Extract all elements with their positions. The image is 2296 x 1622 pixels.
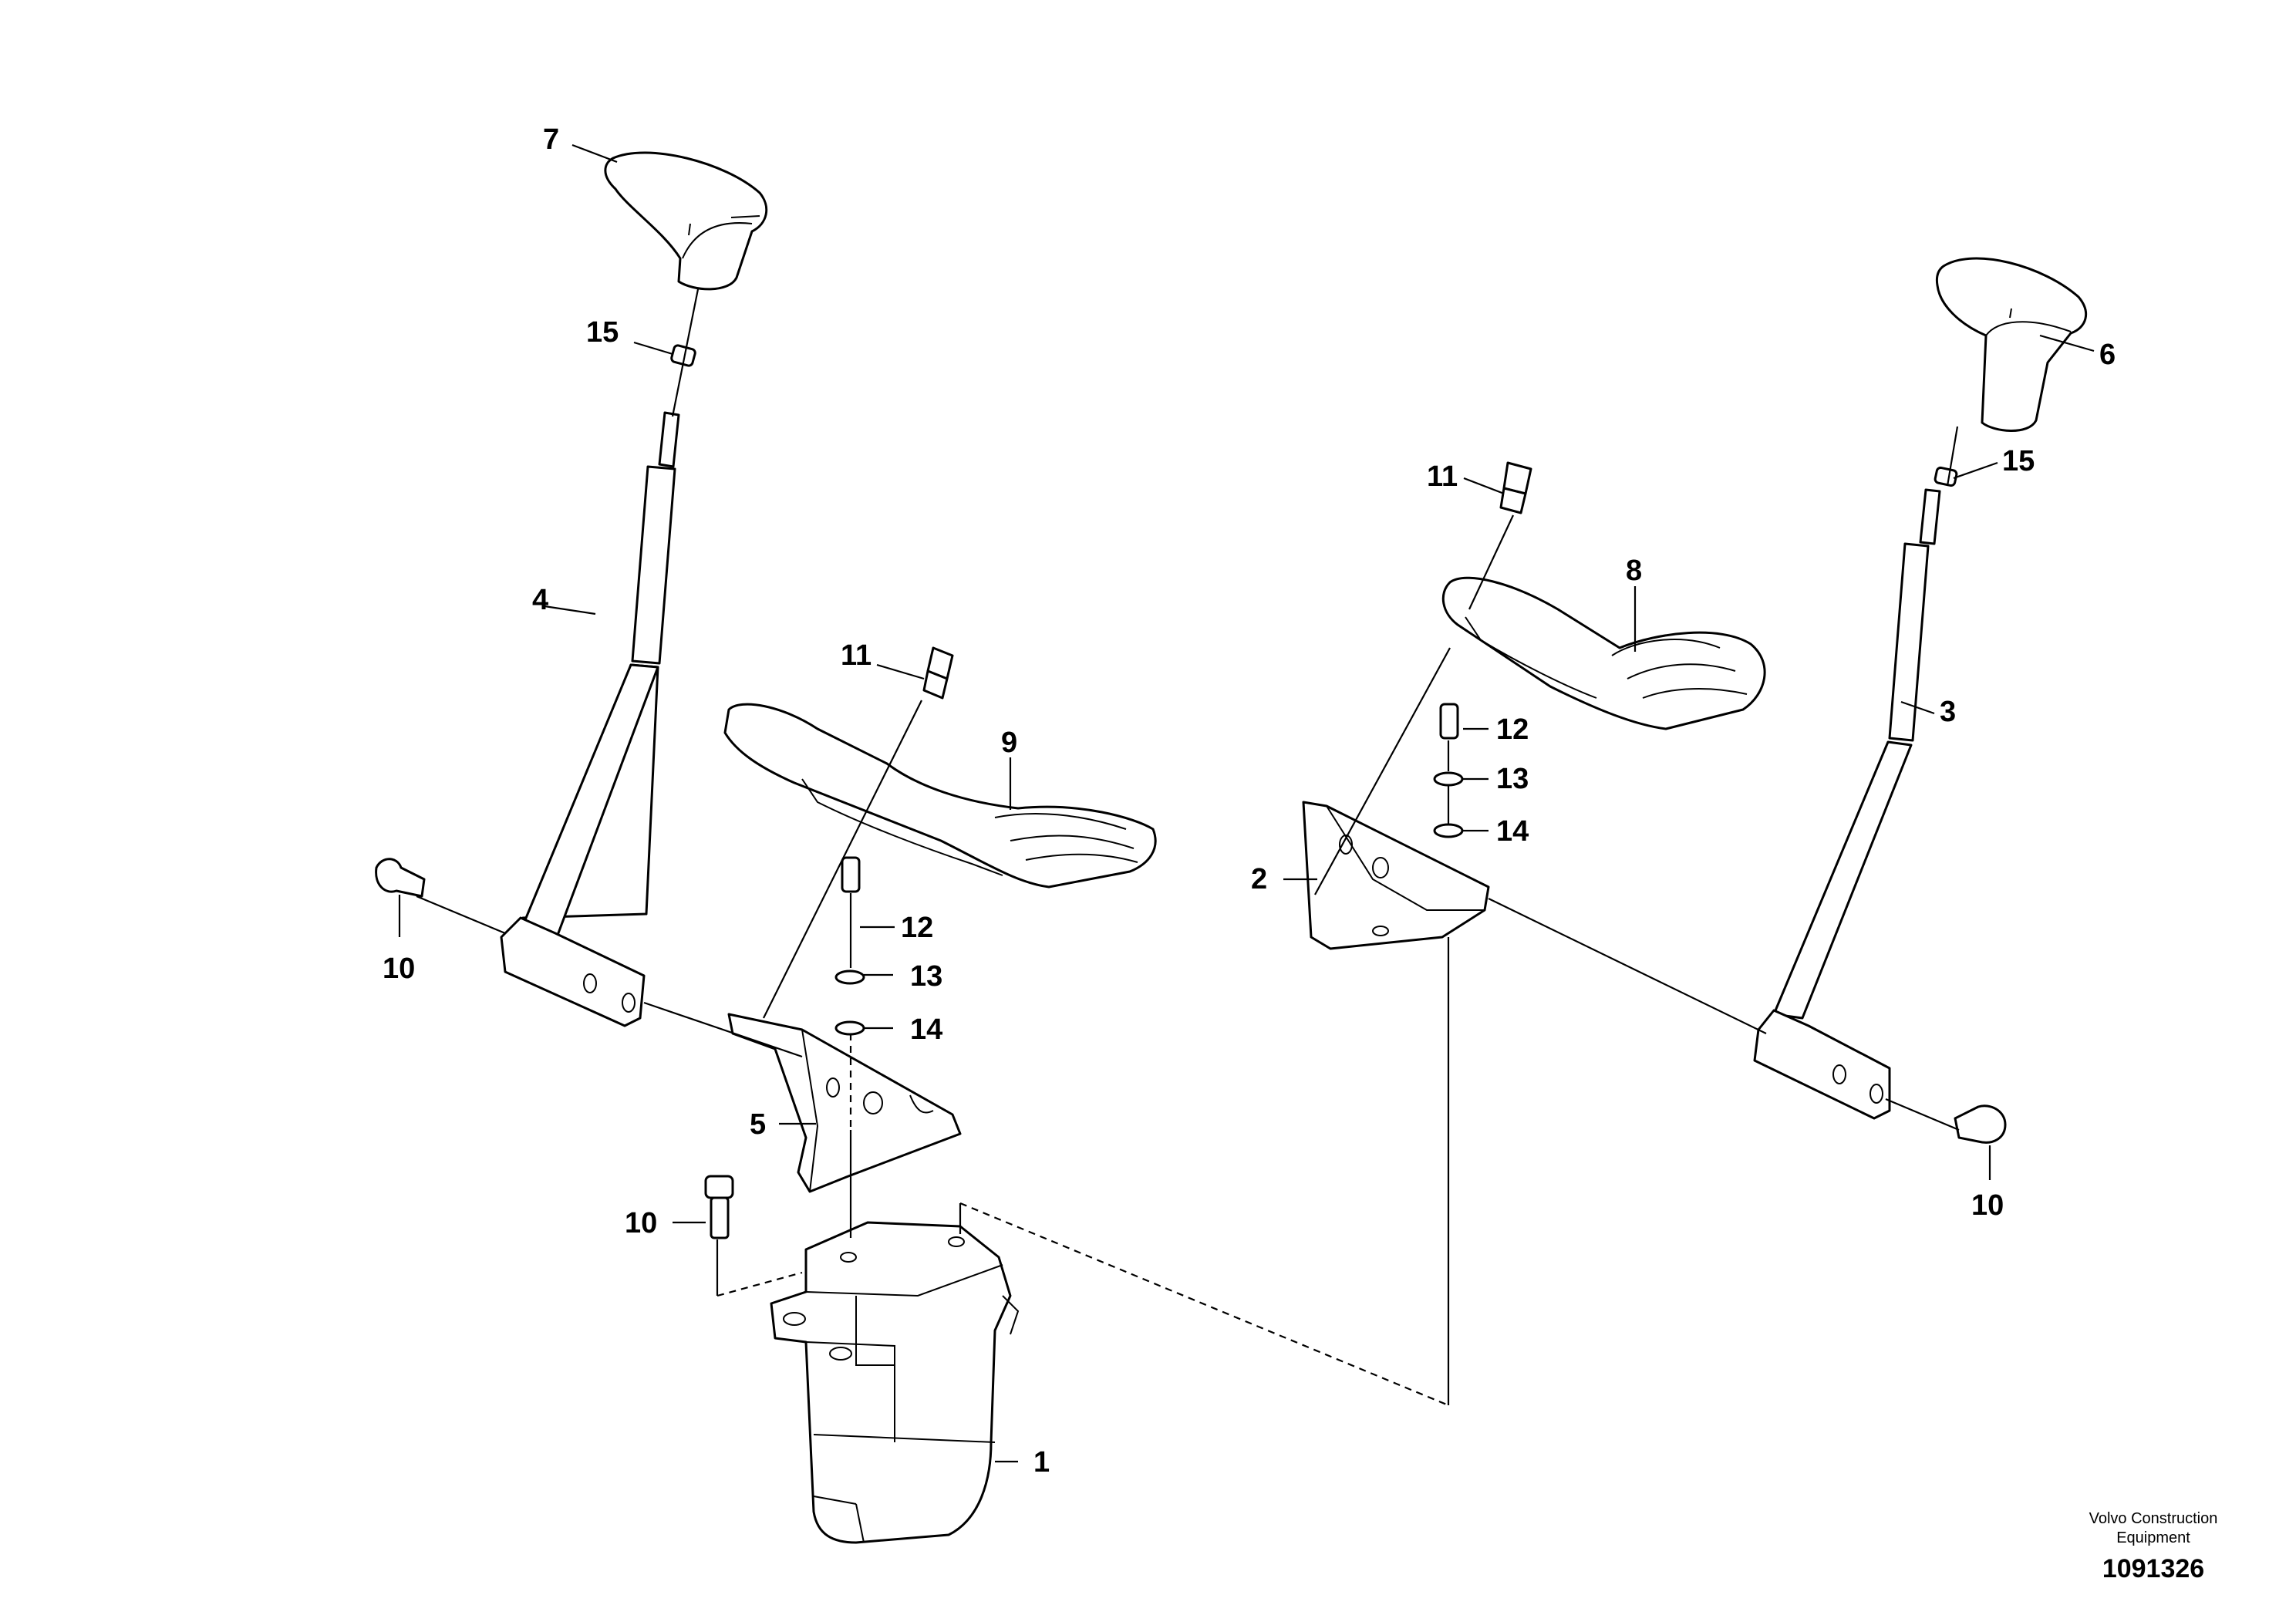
brand-line-2: Equipment — [2116, 1529, 2190, 1546]
label-1: 1 — [1033, 1446, 1050, 1479]
left-pivot-bolt — [375, 858, 426, 898]
left-cover-screw — [922, 646, 954, 700]
label-4: 4 — [532, 584, 548, 616]
label-12-left: 12 — [901, 912, 933, 944]
label-13-left: 13 — [910, 960, 942, 993]
right-lever-rod — [1753, 488, 1941, 1120]
right-bracket — [1302, 801, 1490, 950]
left-lock-washer — [834, 969, 865, 985]
label-11-left: 11 — [841, 639, 872, 672]
left-knob — [604, 151, 768, 291]
left-bracket-screw — [841, 856, 861, 893]
footer: Volvo Construction Equipment 1091326 — [2089, 1510, 2218, 1583]
right-pivot-bolt — [1954, 1104, 2007, 1144]
right-cover-screw — [1499, 461, 1532, 514]
left-lever-assembly — [375, 151, 1157, 1544]
leader-lines — [398, 143, 2095, 1463]
left-flat-washer — [834, 1020, 865, 1036]
right-flat-washer — [1433, 823, 1464, 838]
right-knob — [1935, 257, 2087, 432]
part-labels: 7 15 4 10 11 9 12 13 14 5 10 1 6 15 11 8… — [383, 123, 2116, 1479]
label-6: 6 — [2099, 339, 2116, 371]
document-number: 1091326 — [2102, 1554, 2204, 1583]
label-15-left: 15 — [586, 316, 619, 349]
label-7: 7 — [543, 123, 559, 156]
right-retainer-ring — [1934, 466, 1958, 487]
brand-line-1: Volvo Construction — [2089, 1510, 2218, 1527]
label-15-right: 15 — [2002, 445, 2035, 477]
label-13-right: 13 — [1496, 763, 1529, 795]
label-14-left: 14 — [910, 1013, 942, 1046]
label-2: 2 — [1251, 863, 1267, 895]
right-lever-assembly — [1302, 257, 2087, 1144]
label-12-right: 12 — [1496, 713, 1529, 746]
label-14-right: 14 — [1496, 815, 1529, 848]
right-bracket-screw — [1439, 703, 1459, 740]
label-11-right: 11 — [1427, 460, 1458, 493]
label-5: 5 — [750, 1108, 766, 1141]
left-console-cover — [723, 703, 1157, 889]
label-10-right: 10 — [1971, 1189, 2004, 1222]
label-10-left: 10 — [383, 953, 415, 985]
label-9: 9 — [1001, 727, 1017, 759]
right-console-cover — [1441, 576, 1766, 730]
label-10-center: 10 — [625, 1207, 657, 1239]
left-bracket — [727, 1013, 962, 1193]
left-lever-rod — [500, 411, 680, 1027]
label-3: 3 — [1940, 696, 1956, 728]
pilot-valve — [770, 1221, 1020, 1544]
label-8: 8 — [1626, 555, 1642, 587]
right-lock-washer — [1433, 771, 1464, 787]
center-mounting-bolt — [704, 1175, 734, 1239]
